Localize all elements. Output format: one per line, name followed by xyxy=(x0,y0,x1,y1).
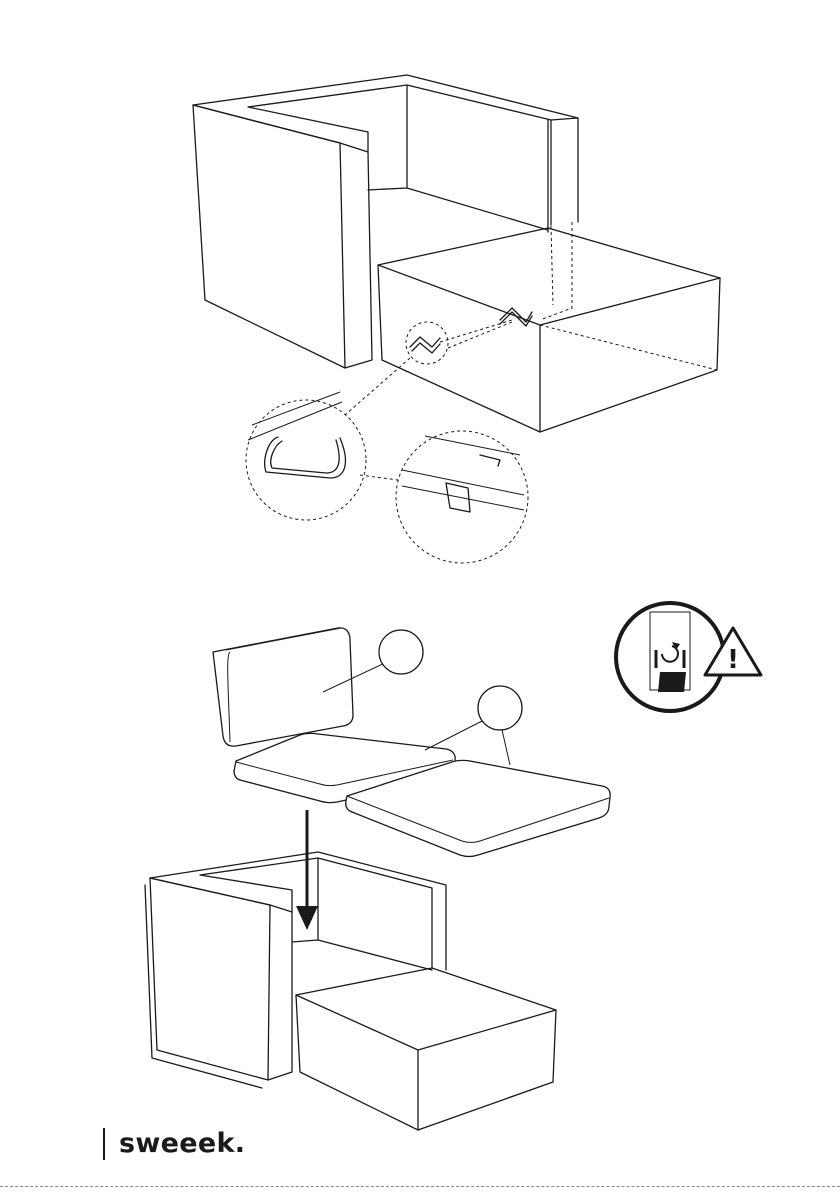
armchair-hidden-edges xyxy=(540,222,572,320)
brand-logo-text: sweeek. xyxy=(119,1128,245,1160)
ottoman-front-face xyxy=(378,265,540,432)
warning-exclamation: ! xyxy=(727,645,739,675)
metal-clip-front xyxy=(410,337,440,353)
armchair-bottom xyxy=(145,852,446,1088)
bottom-left-arm-outline xyxy=(145,885,262,1088)
bottom-ottoman-front xyxy=(296,995,418,1130)
bottom-left-arm-front xyxy=(268,905,292,1080)
down-arrow-icon xyxy=(296,810,318,930)
armchair-top-edge xyxy=(193,75,578,225)
ottoman-top-face xyxy=(378,228,720,325)
armchair-back-inner xyxy=(368,85,548,230)
callout-back-cushion xyxy=(379,630,423,674)
metal-clip-large-icon xyxy=(265,437,346,478)
ottoman-hidden-edges xyxy=(440,320,717,370)
metal-clip-top xyxy=(500,308,532,326)
brand-logo: sweeek. xyxy=(103,1128,245,1160)
bottom-left-arm-side xyxy=(150,878,270,1080)
callout-seat-cushions xyxy=(478,686,522,730)
cushion-orientation-warning-icon: ! xyxy=(616,603,761,711)
bottom-ottoman-top xyxy=(296,968,556,1050)
back-cushion xyxy=(213,628,423,746)
clip-zoom-circle-right xyxy=(396,431,528,563)
clip-zoom-circle-left xyxy=(246,392,366,520)
bottom-top-edge xyxy=(150,852,446,970)
ottoman-bottom xyxy=(296,968,556,1130)
armchair-top xyxy=(193,75,578,368)
armchair-left-arm-side xyxy=(193,105,345,368)
bottom-ottoman-right xyxy=(418,1010,556,1130)
ottoman-top xyxy=(378,228,720,432)
footer-divider xyxy=(0,1186,840,1187)
armchair-right-arm-top xyxy=(551,118,578,120)
